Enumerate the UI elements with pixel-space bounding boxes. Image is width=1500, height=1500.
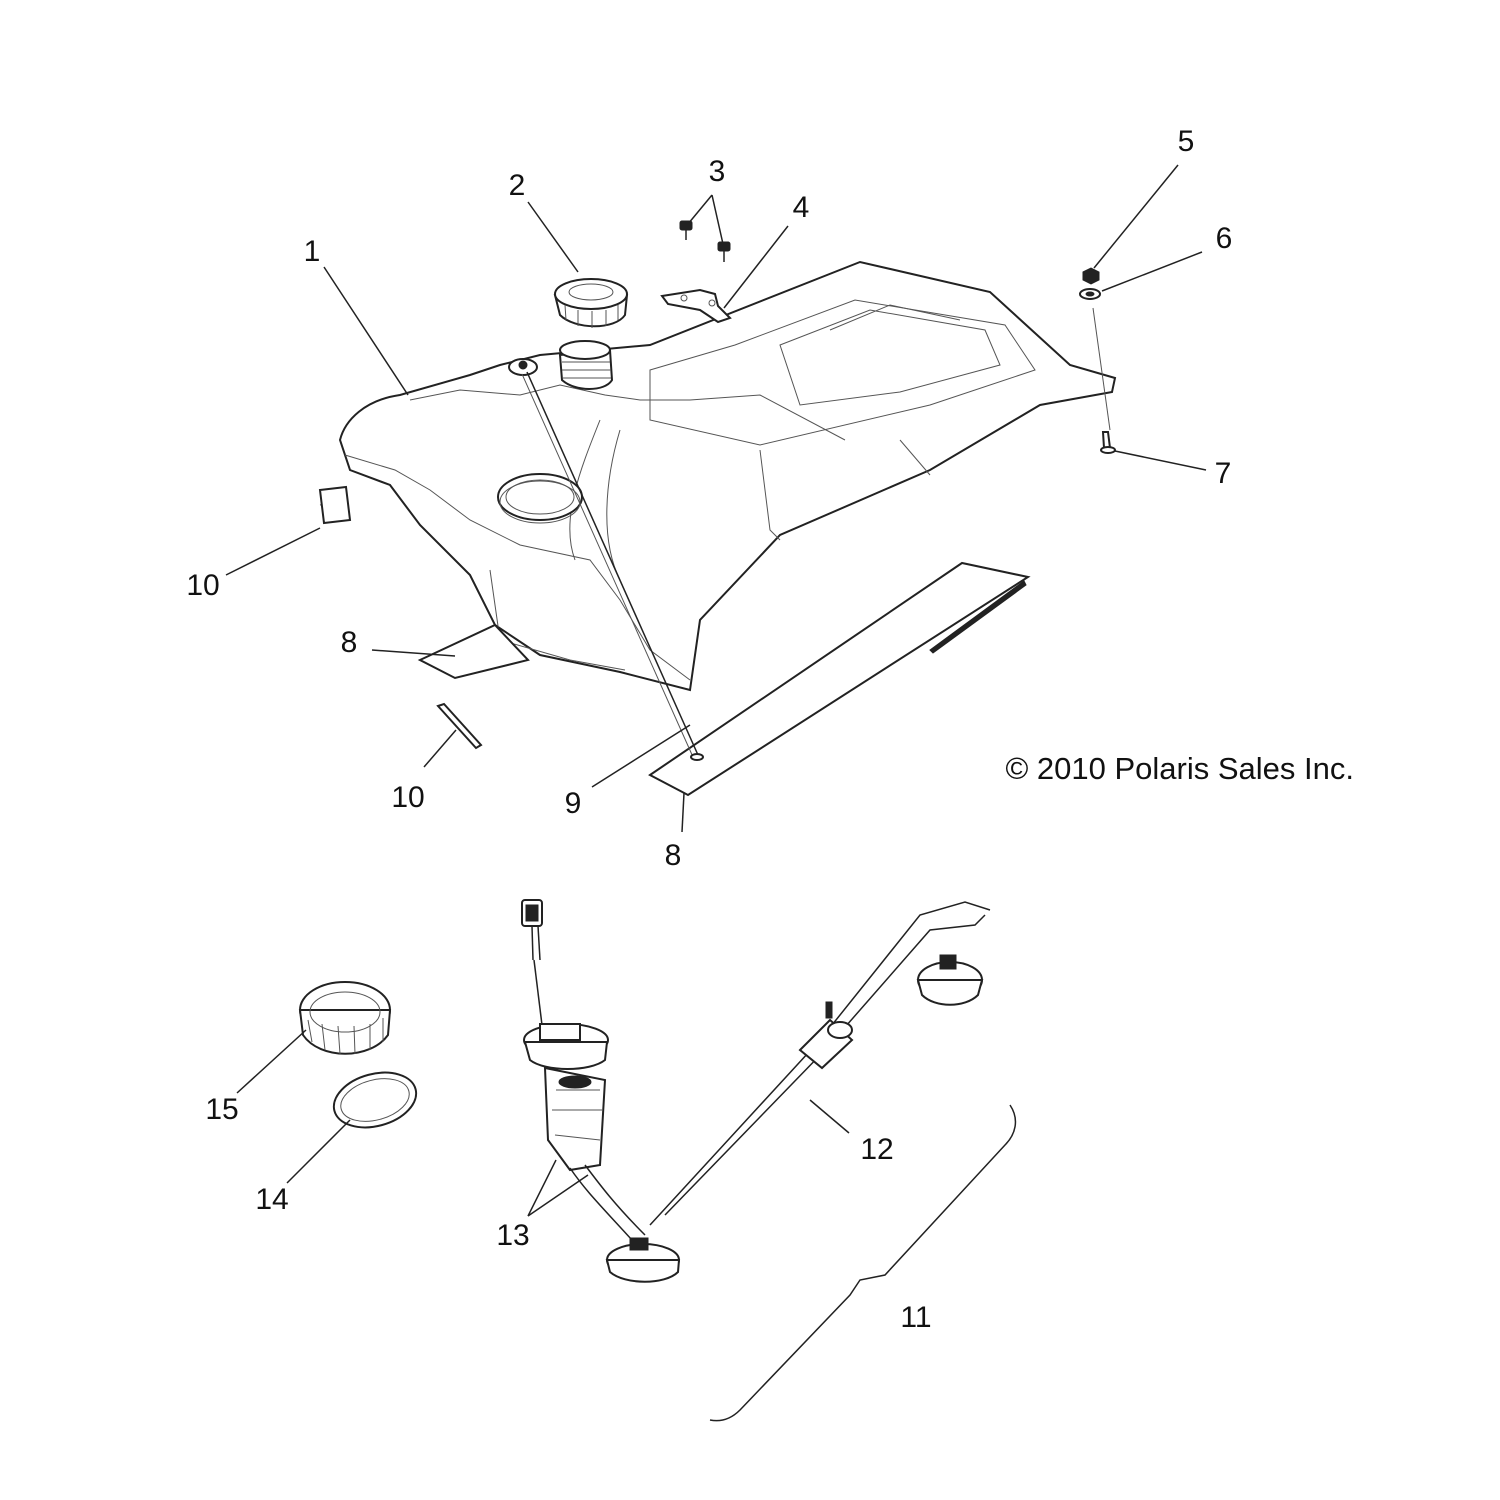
callout-4: 4 xyxy=(793,191,810,224)
callout-10-lower: 10 xyxy=(391,781,424,814)
callout-6: 6 xyxy=(1216,222,1233,255)
lock-ring xyxy=(298,981,392,1055)
callout-12: 12 xyxy=(860,1133,893,1166)
callout-10-upper: 10 xyxy=(186,569,219,602)
copyright-notice: © 2010 Polaris Sales Inc. xyxy=(1005,751,1354,786)
callout-15: 15 xyxy=(205,1093,238,1126)
pad-small xyxy=(417,623,530,680)
pad-long xyxy=(648,561,1031,797)
fuel-pump-assembly xyxy=(521,899,991,1283)
leader-lines xyxy=(225,164,1207,1422)
mount-bolt xyxy=(1092,307,1116,454)
bracket xyxy=(660,288,732,324)
callout-3: 3 xyxy=(709,155,726,188)
callout-8-lower: 8 xyxy=(665,839,682,872)
pad-strip xyxy=(436,702,483,750)
callout-14: 14 xyxy=(255,1183,288,1216)
callout-7: 7 xyxy=(1215,457,1232,490)
washer xyxy=(1079,288,1101,300)
vent-tube xyxy=(521,371,704,761)
gasket xyxy=(332,1071,418,1129)
callout-8-upper: 8 xyxy=(341,626,358,659)
pad-square xyxy=(318,485,352,525)
callout-13: 13 xyxy=(496,1219,529,1252)
callouts: 1 2 3 4 5 6 7 8 8 9 10 10 11 12 13 14 15 xyxy=(186,125,1232,1334)
fuel-tank xyxy=(319,260,1117,692)
callout-2: 2 xyxy=(509,169,526,202)
nut xyxy=(1082,267,1100,285)
callout-11: 11 xyxy=(900,1301,931,1334)
callout-5: 5 xyxy=(1178,125,1195,158)
callout-1: 1 xyxy=(304,235,321,268)
fuel-cap xyxy=(553,278,629,328)
callout-9: 9 xyxy=(565,787,582,820)
